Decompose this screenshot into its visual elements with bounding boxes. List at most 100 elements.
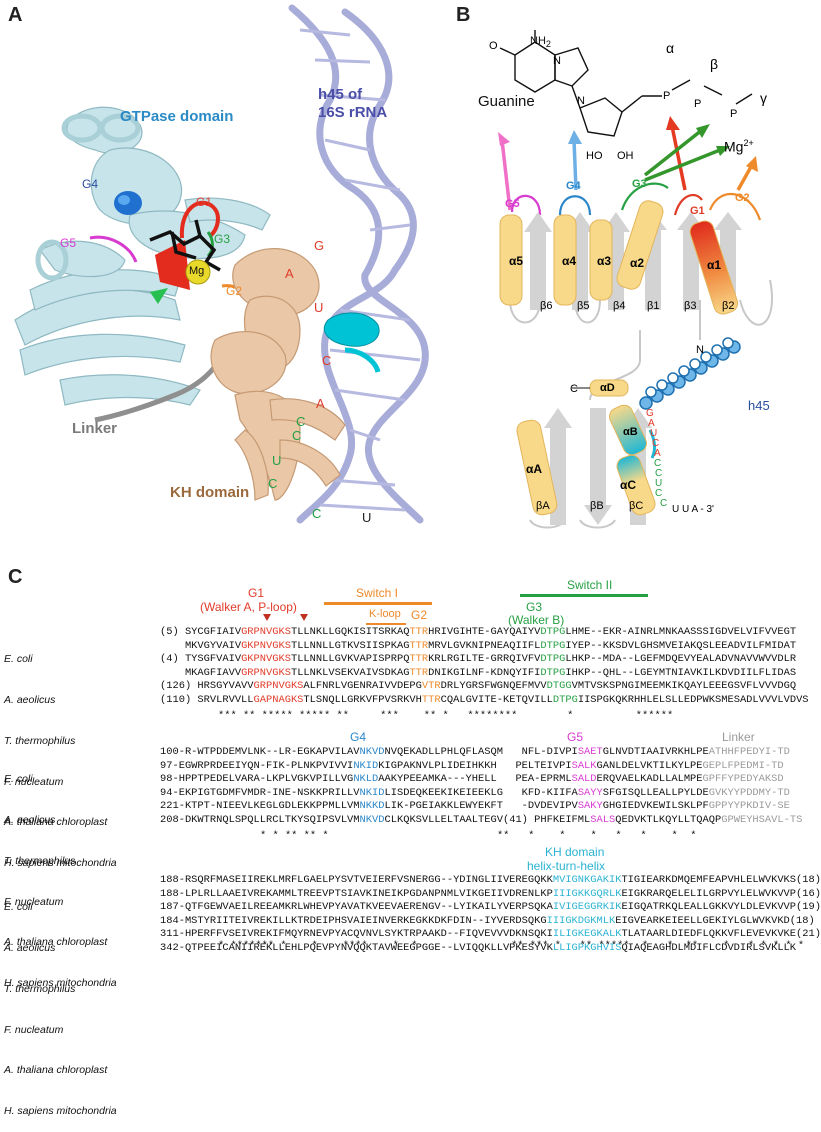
- species-list-1: E. coli A. aeolicus T. thermophilus F. n…: [4, 626, 117, 884]
- sequence-segment: QIAQEAGHDLMDIFLCDVDIRLSVKLLK: [621, 941, 797, 954]
- phosphate-alpha-p: P: [663, 90, 671, 102]
- h45-label: h45: [748, 398, 770, 413]
- lysine-marker-icons: [263, 614, 308, 621]
- sequence-segment: (5) SYCGFIAIV: [160, 626, 242, 638]
- motif-segment: ATHHFPEDYI-TD: [708, 746, 790, 758]
- motif-segment: DTPG: [552, 693, 578, 706]
- rrna-label-line1: h45 of: [318, 86, 363, 103]
- motif-segment: TTR: [409, 639, 429, 652]
- motif-segment: IIIGKDGKMLK: [546, 914, 616, 927]
- sequence-segment: AAKYPEEAMKA---YHELL PEA-EPRML: [378, 773, 572, 786]
- gtpase-domain-label: GTPase domain: [120, 108, 234, 125]
- alignment-row: 100-R-WTPDDEMVLNK--LR-EGKAPVILAVNKVDNVQE…: [160, 746, 802, 760]
- alpha-label: α: [666, 40, 675, 56]
- rna-letter: C: [312, 506, 322, 521]
- helix-a2: α2: [630, 256, 645, 270]
- rna-seq-letter: C: [654, 458, 662, 469]
- species-name: A. thaliana chloroplast: [4, 1064, 108, 1077]
- alignment-row: 342-QTPEEICANIIREKLLEHLPQEVPYNVQQKTAVWEE…: [160, 942, 821, 956]
- alignment-block-1: (5) SYCGFIAIV GRPNVGKS TLLNKLLGQKISITSRKAQ…: [160, 626, 809, 708]
- motif-segment: TTR: [421, 693, 441, 706]
- sequence-segment: MKVGYVAIV: [160, 639, 242, 652]
- sequence-segment: IHKP--QHL--LGEYMTNIAVKILKDVDIILFLIDAS: [565, 666, 797, 679]
- species-name: E. coli: [4, 773, 33, 786]
- sequence-segment: (126) HRSGYVAVV: [160, 680, 254, 693]
- kh-domain-label: KH domain: [170, 484, 250, 501]
- sequence-segment: TLLNKLLGQKISITSRKAQ: [290, 626, 410, 638]
- mg-label-a: Mg: [189, 265, 205, 277]
- species-name: H. sapiens mitochondria: [4, 977, 117, 990]
- rna-seq-letter: C: [660, 498, 668, 509]
- sequence-segment: GANLDELVKTILKYLPE: [596, 759, 703, 772]
- motif-segment: GPFFYPEDYAKSD: [702, 773, 784, 786]
- triangle-marker-icon: [263, 614, 271, 621]
- motif-segment: DTGG: [546, 680, 572, 693]
- motif-segment: TTR: [409, 626, 429, 638]
- motif-segment: TTR: [409, 653, 429, 666]
- rna-seq-letter: U: [655, 478, 663, 489]
- species-name: T. thermophilus: [4, 854, 76, 867]
- motif-segment: NKKD: [359, 800, 385, 813]
- rna-letter: G: [314, 238, 325, 253]
- motif-segment: SALD: [571, 773, 597, 786]
- motif-segment: SAYY: [577, 786, 603, 799]
- sequence-segment: EIGQATRKQLEALLGKKVYLDLEVKVVP(19): [621, 901, 821, 914]
- phosphate-gamma-p: P: [730, 108, 738, 120]
- sequence-segment: 97-EGWRPRDEEIYQN-FIK-PLNKPVIVVI: [160, 759, 354, 772]
- mg-charge: 2+: [743, 138, 754, 148]
- strand-b3: β3: [684, 300, 697, 312]
- helix-a1: α1: [707, 258, 722, 272]
- header-linker: Linker: [722, 730, 755, 744]
- strand-bA: βA: [536, 500, 550, 512]
- panel-a-structure: [14, 4, 429, 524]
- sequence-segment: CLKQKSVLLELTAALTEGV(41) PHFKEIFML: [384, 813, 591, 826]
- conservation-stars-2: * * ** ** * ** * * * * * * *: [260, 830, 697, 842]
- strand-b4: β4: [613, 300, 626, 312]
- motif-segment: GRPNVGKS: [253, 680, 304, 693]
- motif-segment: SAKY: [577, 800, 603, 813]
- motif-segment: LLIGPKGHVIS: [552, 941, 622, 954]
- species-name: F. nucleatum: [4, 1023, 64, 1036]
- motif-segment: IVIGEGGRKIK: [552, 901, 622, 914]
- helix-aC: αC: [620, 478, 637, 492]
- motif-segment: DTPG: [540, 626, 566, 638]
- phosphate-beta-p: P: [694, 98, 702, 110]
- sequence-segment: 188-RSQRFMASEIIREKLMRFLGAELPYSVTVEIERFVS…: [160, 874, 553, 886]
- species-name: H. sapiens mitochondria: [4, 857, 117, 870]
- sequence-segment: 221-KTPT-NIEEVLKEGLGDLEKKPPMLLVM: [160, 800, 360, 813]
- triangle-marker-icon: [300, 614, 308, 621]
- alignment-row: 98-HPPTPEDELVARA-LKPLVGKVPILLVGNKLDAAKYP…: [160, 773, 802, 787]
- sequence-segment: ALFNRLVGENRAIVVDEPG: [303, 680, 422, 693]
- sequence-segment: 208-DKWTRNQLSPQLLRCLTKYSQIPSVLVM: [160, 813, 360, 826]
- header-helix-turn-helix: helix-turn-helix: [527, 859, 606, 873]
- sequence-segment: NVQEKADLLPHLQFLASQM NFL-DIVPI: [384, 746, 578, 758]
- motif-segment: DTPG: [540, 653, 566, 666]
- header-g5: G5: [567, 730, 584, 744]
- alignment-row: 221-KTPT-NIEEVLKEGLGDLEKKPPMLLVMNKKDLIK-…: [160, 800, 802, 814]
- motif-segment: MVIGNKGAKIK: [552, 874, 622, 886]
- sequence-segment: ERQVAELKADLLALMPE: [596, 773, 703, 786]
- strand-b6: β6: [540, 300, 553, 312]
- motif-segment: GAPNAGKS: [253, 693, 304, 706]
- species-name: A. aeolicus: [4, 941, 56, 954]
- kloop-bar: [366, 623, 406, 625]
- sequence-segment: TLATAARLDIEDFLQKKVFLEVEVKVKE(21): [621, 928, 821, 941]
- motif-segment: SALS: [590, 813, 616, 826]
- rrna-label-line2: 16S rRNA: [318, 104, 388, 121]
- g4-label-a: G4: [82, 177, 99, 191]
- species-list-3: E. coli A. aeolicus T. thermophilus F. n…: [4, 874, 117, 1132]
- panel-label-a: A: [8, 4, 23, 26]
- sequence-segment: MRVLGVKNIPNEAQIIFL: [428, 639, 541, 652]
- rna-tail: U U A - 3': [672, 504, 714, 515]
- alignment-row: 94-EKPIGTGDMFVMDR-INE-NSKKPRILLVNKIDLISD…: [160, 787, 802, 801]
- motif-segment: SAET: [577, 746, 603, 758]
- species-name: A. aeolicus: [4, 693, 56, 706]
- alignment-row: MKAGFIAVVGRPNVGKSTLLNKLVSEKVAIVSDKAGTTRD…: [160, 667, 809, 681]
- motif-segment: NKID: [359, 786, 385, 799]
- header-switch2: Switch II: [567, 578, 613, 592]
- alignment-row: 208-DKWTRNQLSPQLLRCLTKYSQIPSVLVMNKVDCLKQ…: [160, 814, 802, 828]
- motif-segment: DTPG: [540, 639, 566, 652]
- g2-label-b: G2: [735, 192, 750, 204]
- motif-segment: DTPG: [540, 666, 566, 679]
- g5-label-a: G5: [60, 236, 77, 250]
